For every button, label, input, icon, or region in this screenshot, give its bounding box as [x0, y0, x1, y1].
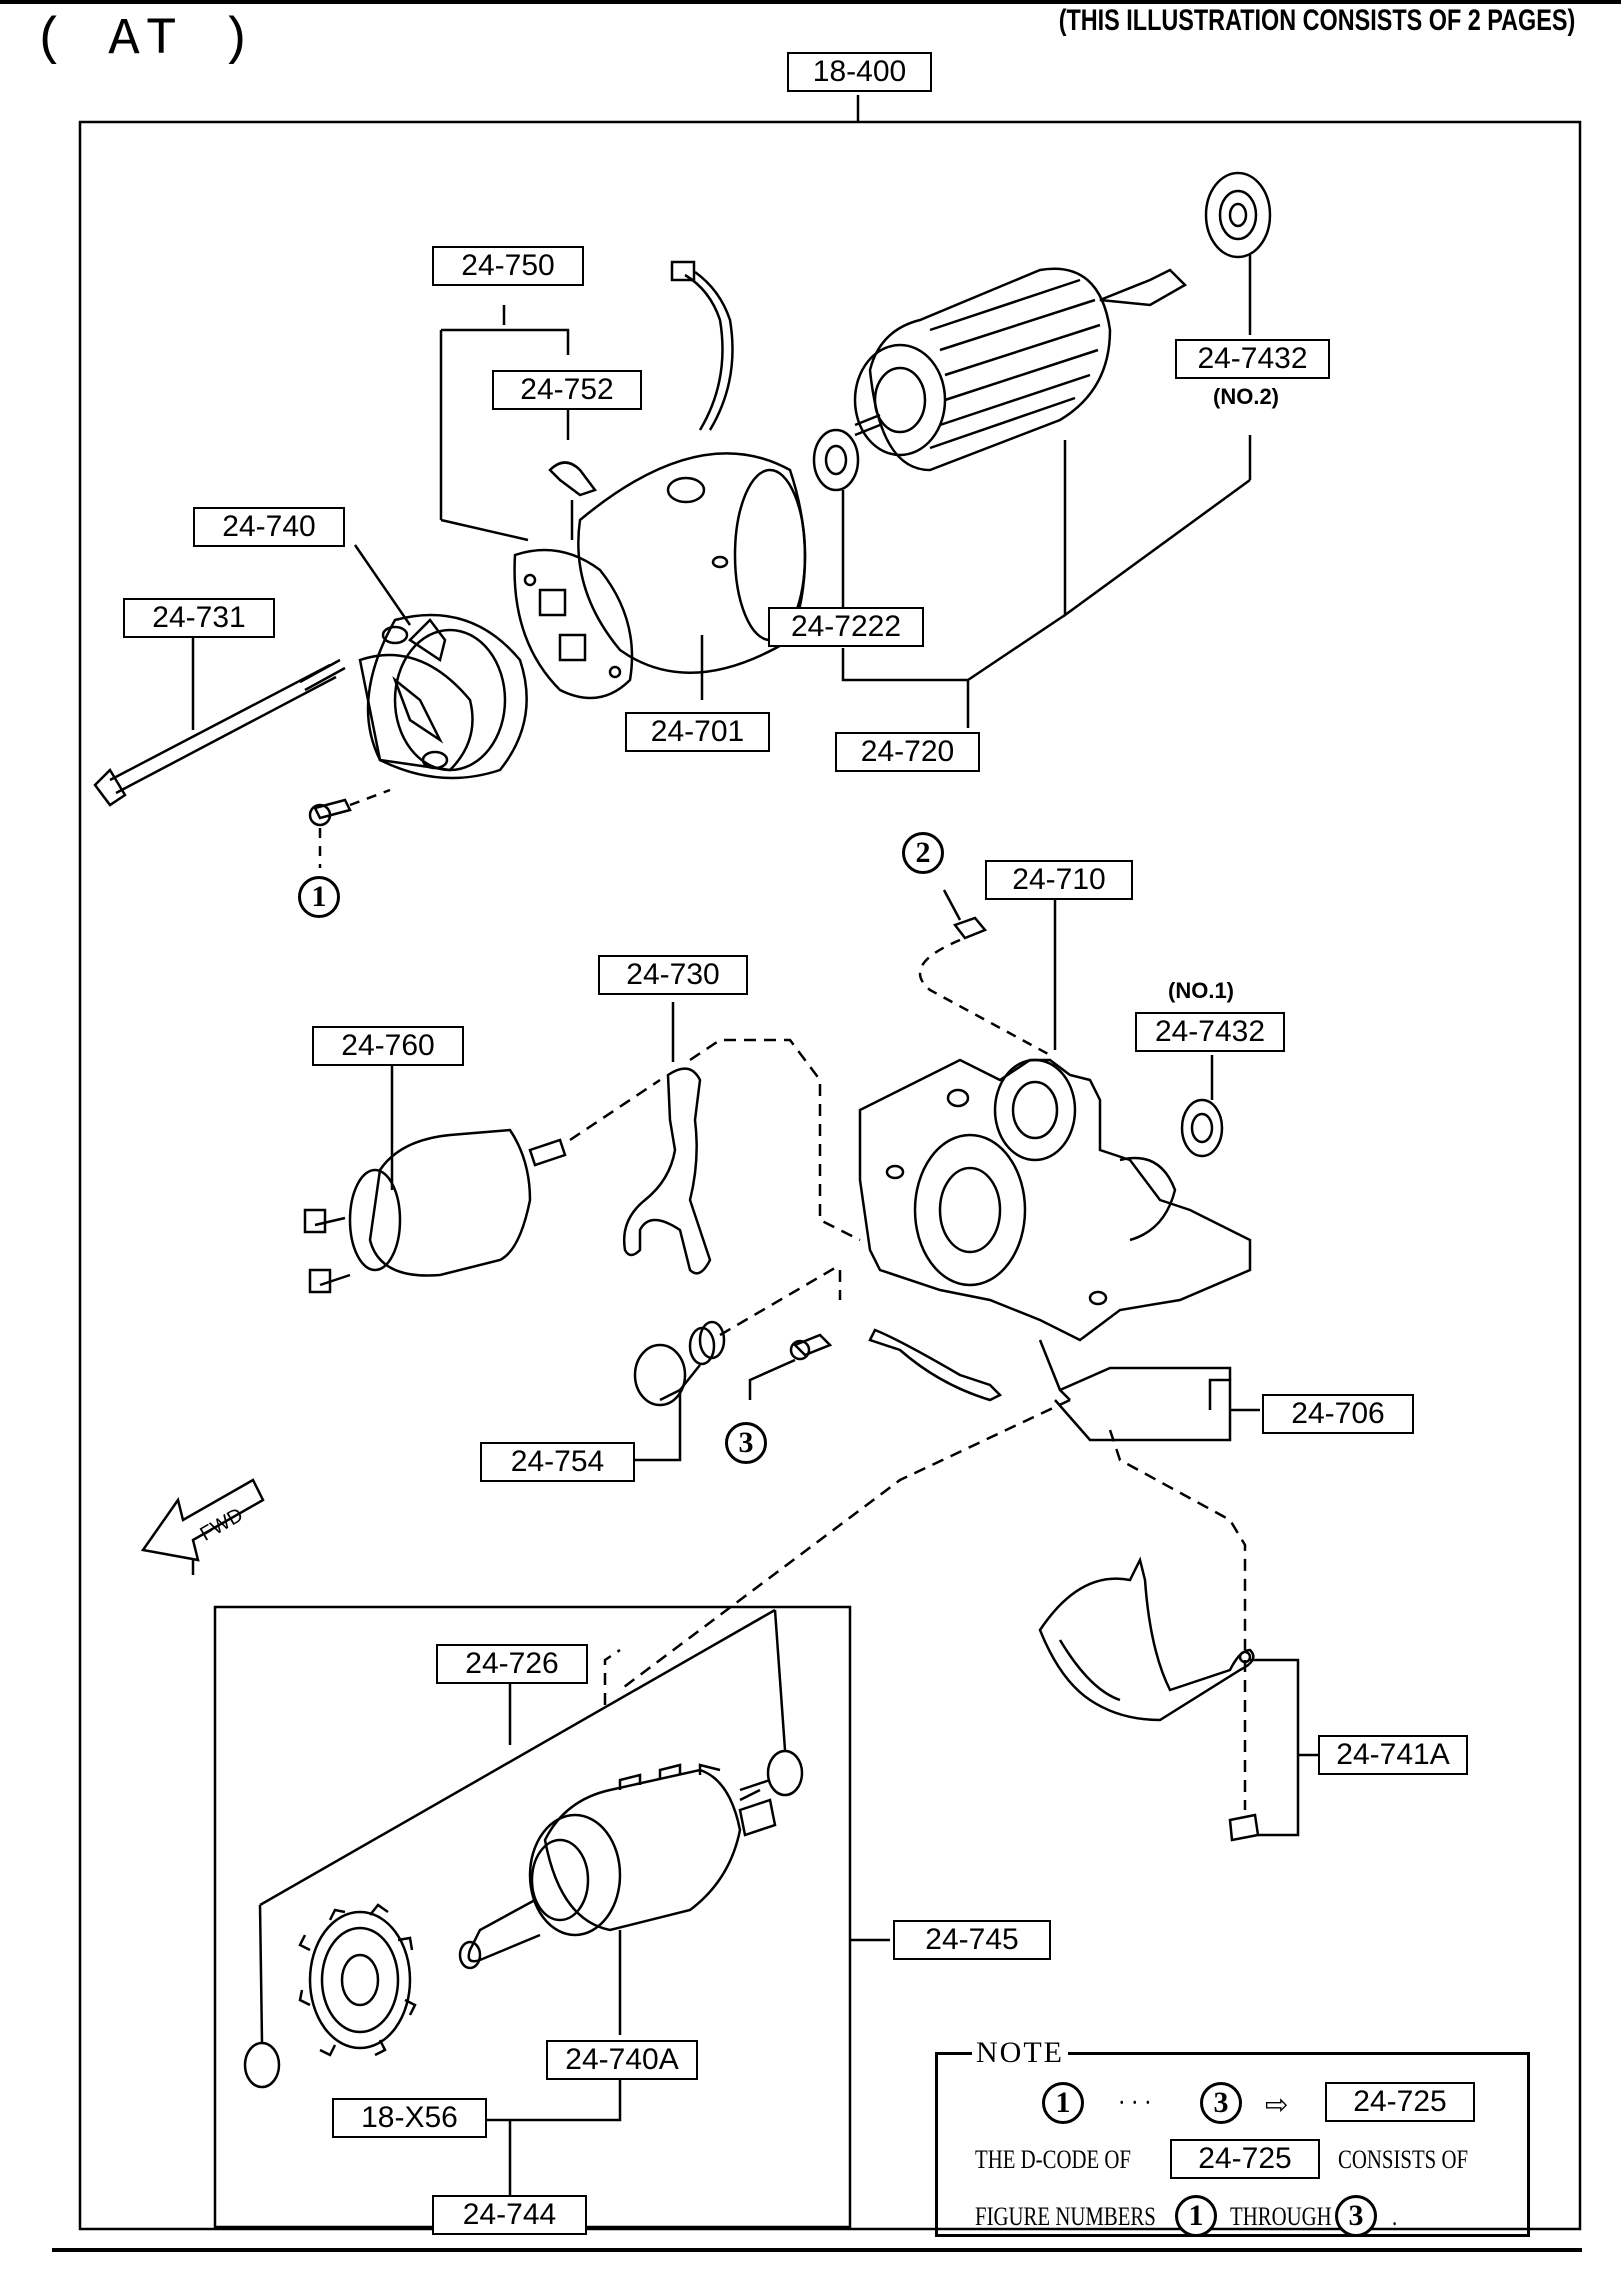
pages-note: (THIS ILLUSTRATION CONSISTS OF 2 PAGES) [1058, 4, 1575, 37]
screw-part-1 [308, 788, 391, 868]
bottom-rule [52, 2248, 1582, 2252]
part-label-24-7432-no2: 24-7432 [1175, 339, 1330, 379]
bearing-no1-part [1180, 1098, 1224, 1158]
diagram-frame [78, 120, 1582, 2231]
idler-gear-part [298, 1903, 417, 2057]
note-callout-from: 1 [1042, 2082, 1084, 2124]
note-arrow: ⇨ [1265, 2090, 1289, 2121]
note-title: NOTE [972, 2036, 1068, 2070]
note-line3-prefix: FIGURE NUMBERS [975, 2202, 1156, 2231]
bearing-rear-part [812, 428, 860, 492]
brush-clip-part [548, 461, 598, 540]
note-line3-end: . [1392, 2202, 1398, 2231]
part-label-24-706: 24-706 [1262, 1394, 1414, 1434]
note-code-label: 24-725 [1325, 2082, 1475, 2122]
screw-part-2 [918, 889, 1051, 1057]
note-line3-from: 1 [1175, 2195, 1217, 2237]
part-label-24-701: 24-701 [625, 712, 770, 752]
note-range-dots: · · · [1118, 2088, 1152, 2119]
part-label-24-730: 24-730 [598, 955, 748, 995]
brush-holder-part [513, 548, 634, 700]
note-box [935, 2052, 1530, 2237]
bearing-no2-part [1204, 171, 1272, 259]
part-label-24-760: 24-760 [312, 1026, 464, 1066]
callout-3: 3 [725, 1422, 767, 1464]
through-bolt-part [93, 658, 346, 807]
part-label-24-7432-no1: 24-7432 [1135, 1012, 1285, 1052]
ring-part-a [766, 1749, 804, 1797]
part-label-24-750: 24-750 [432, 246, 584, 286]
callout-1: 1 [298, 876, 340, 918]
part-label-24-731: 24-731 [123, 598, 275, 638]
plate-part [868, 1328, 1260, 1442]
note-line2-code: 24-725 [1170, 2139, 1320, 2179]
armature-part [853, 267, 1188, 472]
overrunning-clutch-box [213, 1605, 852, 2229]
part-label-24-720: 24-720 [835, 732, 980, 772]
part-label-24-741A: 24-741A [1318, 1735, 1468, 1775]
note-line3-mid: THROUGH [1230, 2202, 1332, 2231]
note-line3-to: 3 [1335, 2195, 1377, 2237]
forward-direction-arrow: FWD [140, 1478, 265, 1575]
group-code-label: 18-400 [787, 52, 932, 92]
callout-2: 2 [902, 832, 944, 874]
part-label-24-7222: 24-7222 [768, 607, 924, 647]
part-label-24-745: 24-745 [893, 1920, 1051, 1960]
shield-part [1038, 1429, 1318, 1842]
solenoid-part [303, 1065, 661, 1294]
part-sublabel-no1: (NO.1) [1168, 978, 1234, 1003]
part-label-24-740: 24-740 [193, 507, 345, 547]
part-label-24-740A: 24-740A [546, 2040, 698, 2080]
part-label-18-X56: 18-X56 [332, 2098, 487, 2138]
note-line2-prefix: THE D-CODE OF [975, 2145, 1131, 2174]
screw-part-3 [748, 1333, 833, 1400]
part-label-24-710: 24-710 [985, 860, 1133, 900]
drive-housing-part [858, 1058, 1252, 1342]
part-label-24-752: 24-752 [492, 370, 642, 410]
top-rule [0, 0, 1621, 4]
note-line2-suffix: CONSISTS OF [1338, 2145, 1469, 2174]
part-label-24-726: 24-726 [436, 1644, 588, 1684]
part-label-24-754: 24-754 [480, 1442, 635, 1482]
part-sublabel-no2: (NO.2) [1213, 384, 1279, 409]
overrunning-clutch-part [458, 1763, 777, 1970]
note-callout-to: 3 [1200, 2082, 1242, 2124]
ring-part-b [243, 2041, 281, 2089]
cap-spring-part [632, 1263, 841, 1462]
end-cover-part [358, 613, 528, 780]
variant-label: ( AT ) [34, 10, 258, 69]
shift-lever-part [622, 1002, 861, 1275]
part-label-24-744: 24-744 [432, 2195, 587, 2235]
